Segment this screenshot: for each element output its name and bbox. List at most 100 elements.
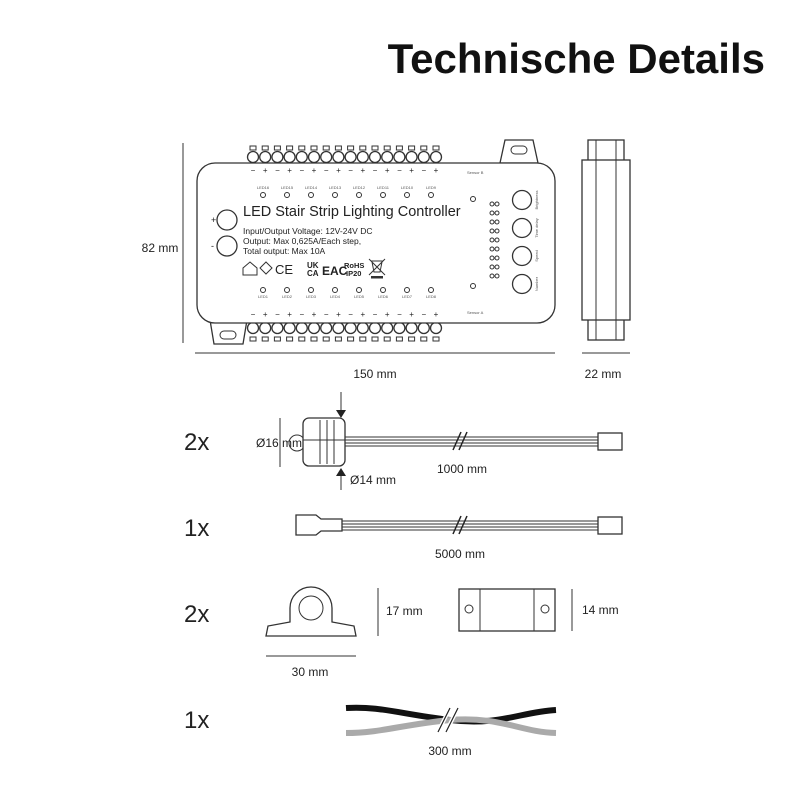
power-wire-accessory: 1x 300 mm: [184, 704, 557, 758]
button-brightness: [511, 189, 533, 211]
pin: [494, 219, 500, 225]
controller-body: [196, 162, 556, 324]
sensor-inner-diameter: Ø14 mm: [350, 473, 396, 487]
minus-label: −: [299, 166, 304, 175]
minus-label: −: [373, 310, 378, 319]
terminal-screw: [356, 150, 369, 164]
minus-label: −: [324, 310, 329, 319]
terminal-screw: [246, 321, 260, 335]
led-label: LED8: [426, 294, 437, 299]
plus-label: +: [360, 166, 365, 175]
led-label: LED7: [402, 294, 413, 299]
led-label: LED2: [282, 294, 293, 299]
qty-extension: 1x: [184, 515, 209, 542]
pin: [489, 264, 495, 270]
led-label: LED6: [378, 294, 389, 299]
led-label: LED16: [257, 185, 270, 190]
terminal-slot: [420, 145, 428, 151]
plus-label: +: [360, 310, 365, 319]
terminal-screw: [332, 150, 345, 164]
power-minus-terminal: [216, 235, 238, 257]
terminal-slot: [371, 336, 379, 342]
led-indicator: [428, 192, 434, 198]
button-time-delay: [511, 217, 533, 239]
ukca-mark-bottom: CA: [307, 269, 319, 278]
terminal-slot: [334, 336, 342, 342]
terminal-screw: [246, 150, 260, 164]
sensor-outer-diameter: Ø16 mm: [256, 436, 302, 450]
pin: [489, 255, 495, 261]
pin: [489, 201, 495, 207]
sensor-a-label: Sensor A: [467, 310, 484, 315]
eac-mark: EAC: [322, 264, 348, 278]
minus-label: −: [275, 310, 280, 319]
button-number: [511, 273, 533, 295]
terminal-screw: [344, 321, 357, 335]
wire-length: 300 mm: [428, 744, 471, 758]
terminal-slot: [261, 336, 269, 342]
terminal-slot: [322, 145, 330, 151]
terminal-block-top: [246, 145, 443, 164]
minus-label: −: [251, 310, 256, 319]
terminal-screw: [307, 321, 321, 335]
mounting-tab-top: [499, 139, 539, 164]
button-speed: [511, 245, 533, 267]
led-label: LED3: [306, 294, 317, 299]
sensor-cable-length: 1000 mm: [437, 462, 487, 476]
led-indicator: [284, 287, 290, 293]
terminal-screw: [259, 150, 272, 164]
terminal-screw: [381, 150, 394, 164]
sensor-pin-grid: [489, 201, 500, 279]
plus-label: +: [287, 310, 292, 319]
terminal-screw: [368, 150, 382, 164]
minus-label: −: [275, 166, 280, 175]
minus-label: −: [324, 166, 329, 175]
terminal-screw: [429, 321, 443, 335]
pin: [489, 228, 495, 234]
dimension-height: 82 mm: [142, 143, 184, 343]
terminal-slot: [395, 336, 403, 342]
terminal-screw: [307, 150, 321, 164]
terminal-screw: [320, 150, 333, 164]
rohs-label: RoHS: [344, 261, 364, 270]
terminal-slot: [432, 336, 440, 342]
terminal-slot: [395, 145, 403, 151]
pin: [489, 246, 495, 252]
pin: [494, 264, 500, 270]
terminal-screw: [295, 150, 308, 164]
plus-label: +: [287, 166, 292, 175]
ce-mark: C​E: [275, 262, 293, 277]
terminal-slot: [310, 336, 318, 342]
terminal-screw: [283, 150, 296, 164]
plus-label: +: [263, 166, 268, 175]
depth-label: 22 mm: [585, 367, 622, 381]
terminal-slot: [261, 145, 269, 151]
plus-label: +: [385, 310, 390, 319]
led-label: LED12: [353, 185, 366, 190]
led-label: LED14: [305, 185, 318, 190]
minus-label: −: [421, 166, 426, 175]
plus-label: +: [336, 310, 341, 319]
plus-label: +: [434, 166, 439, 175]
pin: [489, 210, 495, 216]
plus-label: +: [434, 310, 439, 319]
plus-label: +: [409, 310, 414, 319]
terminal-screw: [356, 321, 369, 335]
terminal-slot: [334, 145, 342, 151]
qty-clips: 2x: [184, 601, 209, 628]
power-plus-label: +: [211, 215, 216, 225]
qty-wire: 1x: [184, 707, 209, 734]
controller-side-view: 22 mm: [581, 139, 631, 381]
minus-label: −: [397, 166, 402, 175]
plus-label: +: [312, 310, 317, 319]
led-label: LED11: [377, 185, 390, 190]
terminal-screw: [368, 321, 382, 335]
minus-label: −: [299, 310, 304, 319]
pin: [494, 210, 500, 216]
terminal-slot: [408, 145, 416, 151]
spec-output: Output: Max 0,625A/Each step,: [243, 236, 361, 246]
terminal-slot: [371, 145, 379, 151]
pin: [489, 219, 495, 225]
